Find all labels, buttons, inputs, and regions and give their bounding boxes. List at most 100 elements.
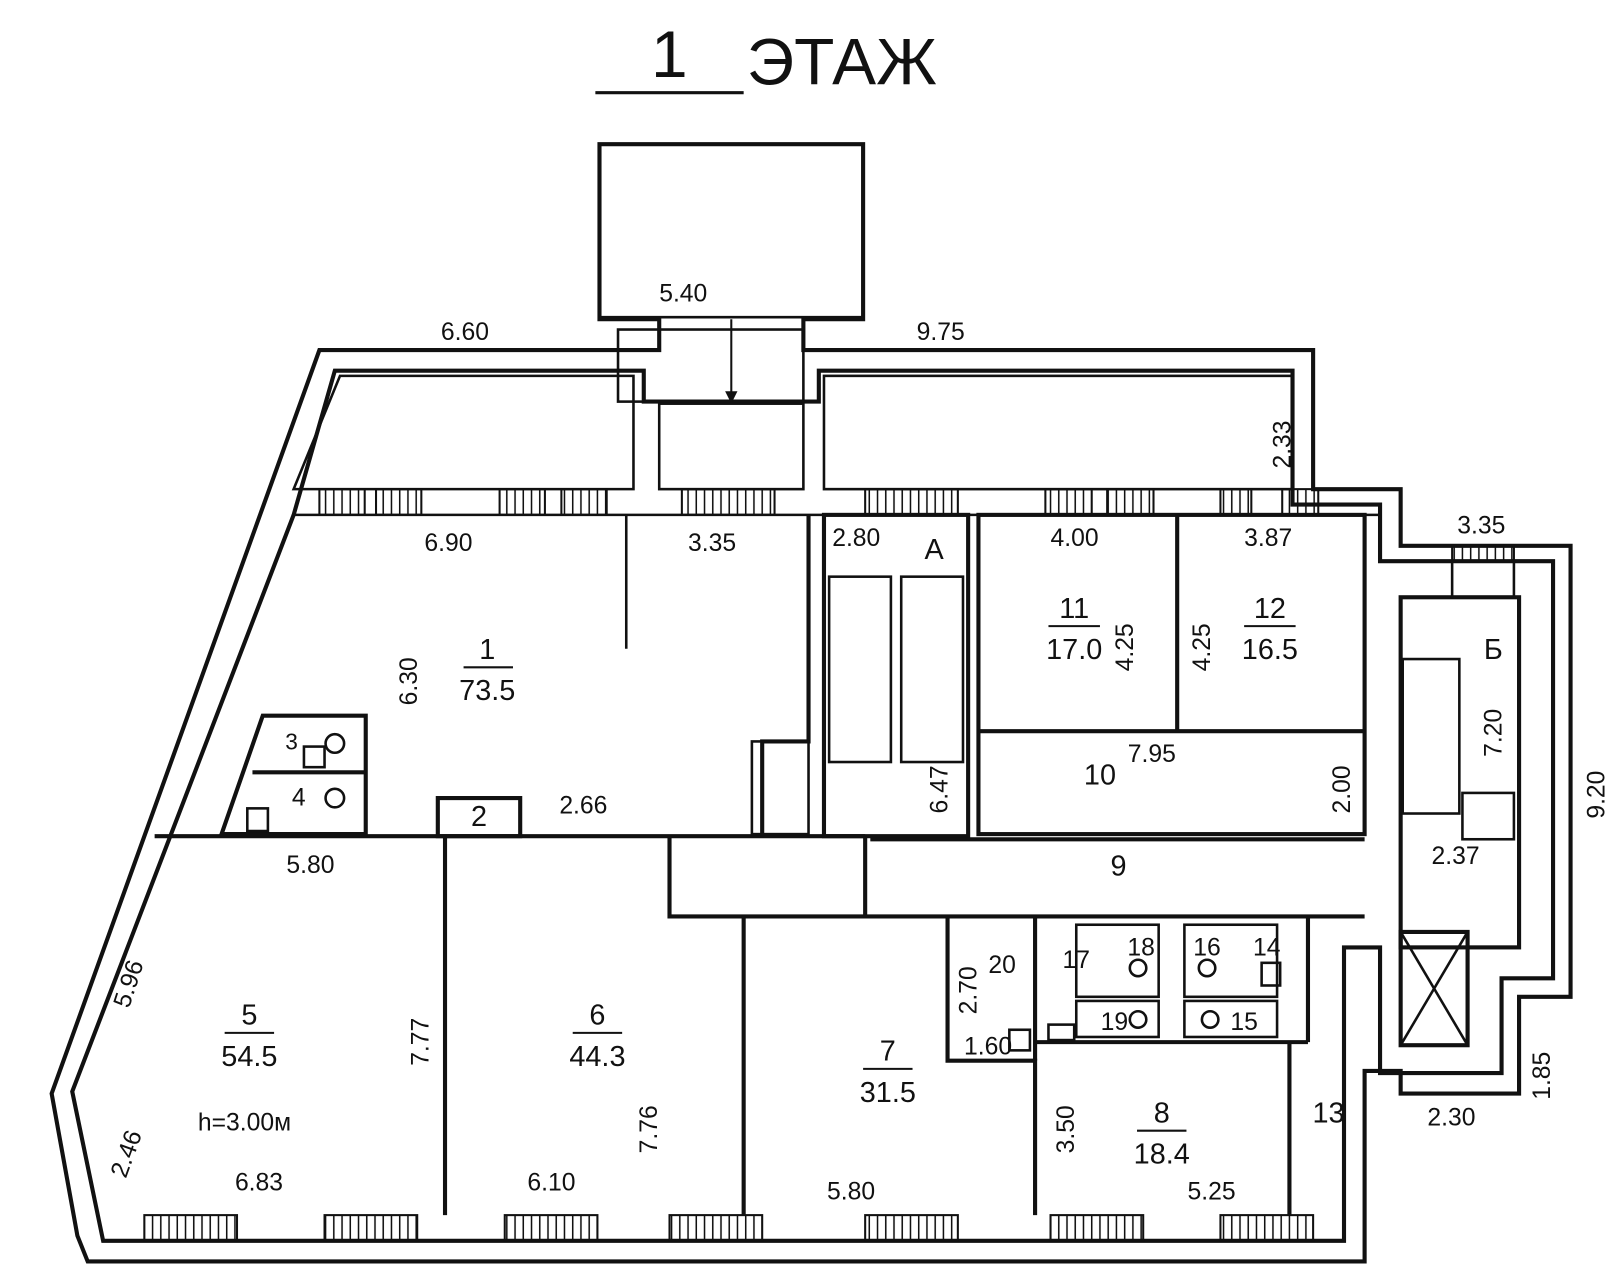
dimension-label: 5 (241, 1000, 257, 1032)
dimension-label: 5.80 (286, 852, 334, 879)
dimension-label: 4.25 (1112, 623, 1139, 671)
dimension-label: 7.77 (408, 1018, 435, 1066)
dimension-label: 9.20 (1584, 771, 1611, 819)
room-7-label: 731.5 (860, 1036, 916, 1109)
dimension-label: 8 (1154, 1097, 1170, 1129)
dimension-label: 6.30 (396, 657, 423, 705)
dimension-label: 54.5 (221, 1041, 277, 1073)
sink-icon (1047, 1023, 1076, 1042)
dimension-label: 2.00 (1329, 765, 1356, 813)
windows (143, 488, 1515, 1242)
dimension-label: 7.76 (636, 1105, 663, 1153)
stair-a-entry (750, 740, 810, 836)
room-6-label: 644.3 (569, 1000, 625, 1073)
sink-icon (1008, 1028, 1032, 1052)
dimension-label: 6.83 (235, 1169, 283, 1196)
toilet-icon (1128, 958, 1148, 978)
dimension-label: 5.80 (827, 1179, 875, 1206)
room-1-label: 173.5 (459, 634, 515, 707)
room-15-label: 15 (1230, 1009, 1257, 1036)
toilet-icon (1197, 958, 1217, 978)
room-4-label: 4 (292, 784, 306, 811)
dimension-label: 2.30 (1427, 1105, 1475, 1132)
dimension-label: 1.85 (1529, 1052, 1556, 1100)
dimension-label: 6.10 (527, 1169, 575, 1196)
dimension-label: 5.25 (1187, 1179, 1235, 1206)
stair-b-vestibule (1450, 559, 1516, 599)
dimension-label: 73.5 (459, 675, 515, 707)
dimension-label: 18.4 (1134, 1139, 1190, 1171)
stair-a-flight-1 (827, 575, 893, 764)
dimension-label: 17.0 (1046, 634, 1102, 666)
room-17-label: 17 (1063, 947, 1090, 974)
dimension-label: 2.66 (559, 793, 607, 820)
dimension-label: 1 (479, 634, 495, 666)
dimension-label: 7.95 (1128, 741, 1176, 768)
dimension-label: 1.60 (964, 1033, 1012, 1060)
dimension-label: 31.5 (860, 1077, 916, 1109)
stair-a-label: А (925, 534, 945, 566)
stair-b-landing (1461, 791, 1516, 841)
room-18-label: 18 (1127, 935, 1154, 962)
dimension-label: 5.40 (659, 281, 707, 308)
room-16-label: 16 (1193, 935, 1220, 962)
dimension-label: 4.00 (1051, 525, 1099, 552)
dimension-label: 5.96 (109, 957, 150, 1011)
toilet-icon (1128, 1009, 1148, 1029)
room-5-label: 554.5 (221, 1000, 277, 1073)
room-3-label: 3 (285, 729, 298, 755)
stair-b-label: Б (1484, 634, 1503, 666)
stair-a-flight-2 (899, 575, 965, 764)
dimension-label: 3.87 (1244, 525, 1292, 552)
toilet-icon (324, 787, 346, 809)
dimension-label: 3.35 (688, 530, 736, 557)
sanitary-fixtures (246, 732, 1282, 1052)
room-10-label: 10 (1084, 760, 1116, 792)
toilet-icon (324, 732, 346, 755)
staircases (750, 559, 1516, 841)
dimension-label: 7 (880, 1036, 896, 1068)
stair-b-flight (1401, 657, 1461, 815)
dimension-label: 3.50 (1053, 1105, 1080, 1153)
dimension-label: 4.25 (1189, 623, 1216, 671)
dimension-label: 2.46 (106, 1127, 148, 1181)
entry-arrow-head (725, 391, 738, 404)
room-20-label: 20 (988, 952, 1015, 979)
ceiling-height-note: h=3.00м (198, 1110, 291, 1137)
entrance-steps (616, 328, 805, 403)
room-labels: 173.5 2 3 4 554.5 644.3 731.5 818.4 9 10… (198, 534, 1503, 1170)
dimension-label: 6 (589, 1000, 605, 1032)
dimension-label: 6.47 (927, 765, 954, 813)
dimension-label: 16.5 (1242, 634, 1298, 666)
dimension-label: 12 (1254, 593, 1286, 625)
room-8-label: 818.4 (1134, 1097, 1190, 1170)
dimension-label: 2.80 (832, 525, 880, 552)
dimension-label: 11 (1059, 593, 1089, 625)
toilet-icon (1200, 1009, 1220, 1029)
room-12-label: 12 16.5 (1242, 593, 1298, 666)
dimension-label: 2.33 (1269, 420, 1296, 468)
floor-title: 1 ЭТАЖ (595, 17, 937, 98)
dimension-labels: 5.40 6.60 9.75 6.90 3.35 2.80 4.00 3.87 … (106, 281, 1610, 1206)
dimension-label: 6.60 (441, 319, 489, 346)
sink-icon (246, 807, 270, 833)
room-14-label: 14 (1253, 935, 1281, 962)
dimension-label: 7.20 (1481, 709, 1508, 757)
floor-word: ЭТАЖ (747, 24, 937, 98)
exterior-walls (49, 142, 1573, 1264)
dimension-label: 9.75 (917, 319, 965, 346)
room-19-label: 19 (1101, 1009, 1128, 1036)
dimension-label: 2.70 (955, 966, 982, 1014)
sink-icon (1260, 961, 1282, 987)
dimension-label: 44.3 (569, 1041, 625, 1073)
dimension-label: 2.37 (1432, 843, 1480, 870)
floor-number: 1 (651, 17, 688, 91)
sink-icon (302, 745, 326, 769)
dimension-label: 3.35 (1457, 512, 1505, 539)
room-13-label: 13 (1313, 1097, 1345, 1129)
room-9-label: 9 (1110, 850, 1126, 882)
room-2-label: 2 (471, 801, 487, 833)
dimension-label: 6.90 (424, 530, 472, 557)
veranda-rooms (291, 374, 1294, 491)
